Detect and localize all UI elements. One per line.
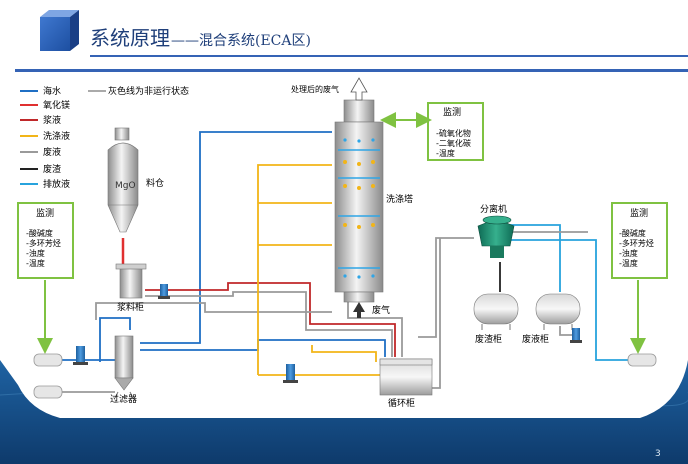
mgo-label: MgO [115,181,136,191]
circulation-tank-label: 循环柜 [388,397,415,409]
waste-liquid-tank-label: 废液柜 [522,333,549,345]
hull-outlets [33,353,657,399]
slide-title: 系统原理 [90,26,170,50]
svg-text:监测: 监测 [630,207,648,219]
svg-text:-温度: -温度 [436,148,455,158]
svg-text:废液: 废液 [43,146,61,158]
svg-text:-浊度: -浊度 [619,248,638,258]
legend-item-sludge: 废渣 [20,163,61,175]
svg-text:浆液: 浆液 [43,114,61,126]
svg-text:-多环芳烃: -多环芳烃 [619,238,654,248]
monitor-box-top: 监测 -硫氧化物 -二氧化碳 -温度 [427,102,484,161]
feed-bin-label: 料仓 [146,177,164,189]
svg-text:-酸碱度: -酸碱度 [26,228,53,238]
svg-text:氧化镁: 氧化镁 [43,99,70,111]
feed-bin: MgO [107,127,139,233]
slide-subtitle: ——混合系统(ECA区) [171,33,311,49]
legend-item-wash-liquid: 洗涤液 [20,130,70,142]
circulation-tank [379,358,433,396]
filter-label: 过滤器 [110,393,137,405]
svg-text:监测: 监测 [36,207,54,219]
pump-discharge-icon [570,328,582,343]
sludge-tank-label: 废渣柜 [475,333,502,345]
page-number: 3 [655,449,661,459]
separator [477,215,515,258]
sludge-tank [473,293,519,330]
header-rule [15,69,688,72]
pump-wash-icon [283,364,298,383]
legend-item-mgo: 氧化镁 [20,99,70,111]
svg-text:-硫氧化物: -硫氧化物 [436,128,471,138]
pump-slurry-icon [158,284,170,299]
svg-text:洗涤液: 洗涤液 [43,130,70,142]
title-underline [90,55,688,57]
svg-text:-温度: -温度 [619,258,638,268]
exhaust-label: 废气 [372,304,390,316]
svg-text:监测: 监测 [443,106,461,118]
legend-item-slurry: 浆液 [20,114,61,126]
separator-label: 分离机 [480,203,507,215]
pump-icons [73,284,582,383]
pump-seawater-icon [73,346,88,365]
svg-text:废渣: 废渣 [43,163,61,175]
svg-text:-酸碱度: -酸碱度 [619,228,646,238]
legend-item-seawater: 海水 [20,85,61,97]
legend-item-discharge: 排放液 [20,178,70,190]
svg-text:-二氧化碳: -二氧化碳 [436,138,471,148]
legend: 海水 氧化镁 浆液 洗涤液 废液 废渣 排放液 灰色线为非运行状态 [20,85,189,190]
legend-note: 灰色线为非运行状态 [88,85,189,97]
scrubber-label: 洗涤塔 [386,193,413,205]
svg-text:-浊度: -浊度 [26,248,45,258]
slurry-tank-label: 浆料柜 [117,301,144,313]
svg-text:-多环芳烃: -多环芳烃 [26,238,61,248]
svg-text:-温度: -温度 [26,258,45,268]
treated-gas-label: 处理后的废气 [291,84,339,94]
monitor-box-right: 监测 -酸碱度 -多环芳烃 -浊度 -温度 [611,202,668,279]
monitor-connectors [37,112,646,354]
svg-text:排放液: 排放液 [43,178,70,190]
svg-text:灰色线为非运行状态: 灰色线为非运行状态 [108,85,189,97]
pipe-network [62,131,636,393]
scrubber-tower [334,77,384,318]
waste-liquid-tank [535,293,581,330]
monitor-box-left: 监测 -酸碱度 -多环芳烃 -浊度 -温度 [17,202,74,279]
filter [114,335,134,399]
slurry-tank [115,263,147,299]
legend-item-waste-liquid: 废液 [20,146,61,158]
title-cube-icon [40,10,79,51]
svg-text:海水: 海水 [43,85,61,97]
